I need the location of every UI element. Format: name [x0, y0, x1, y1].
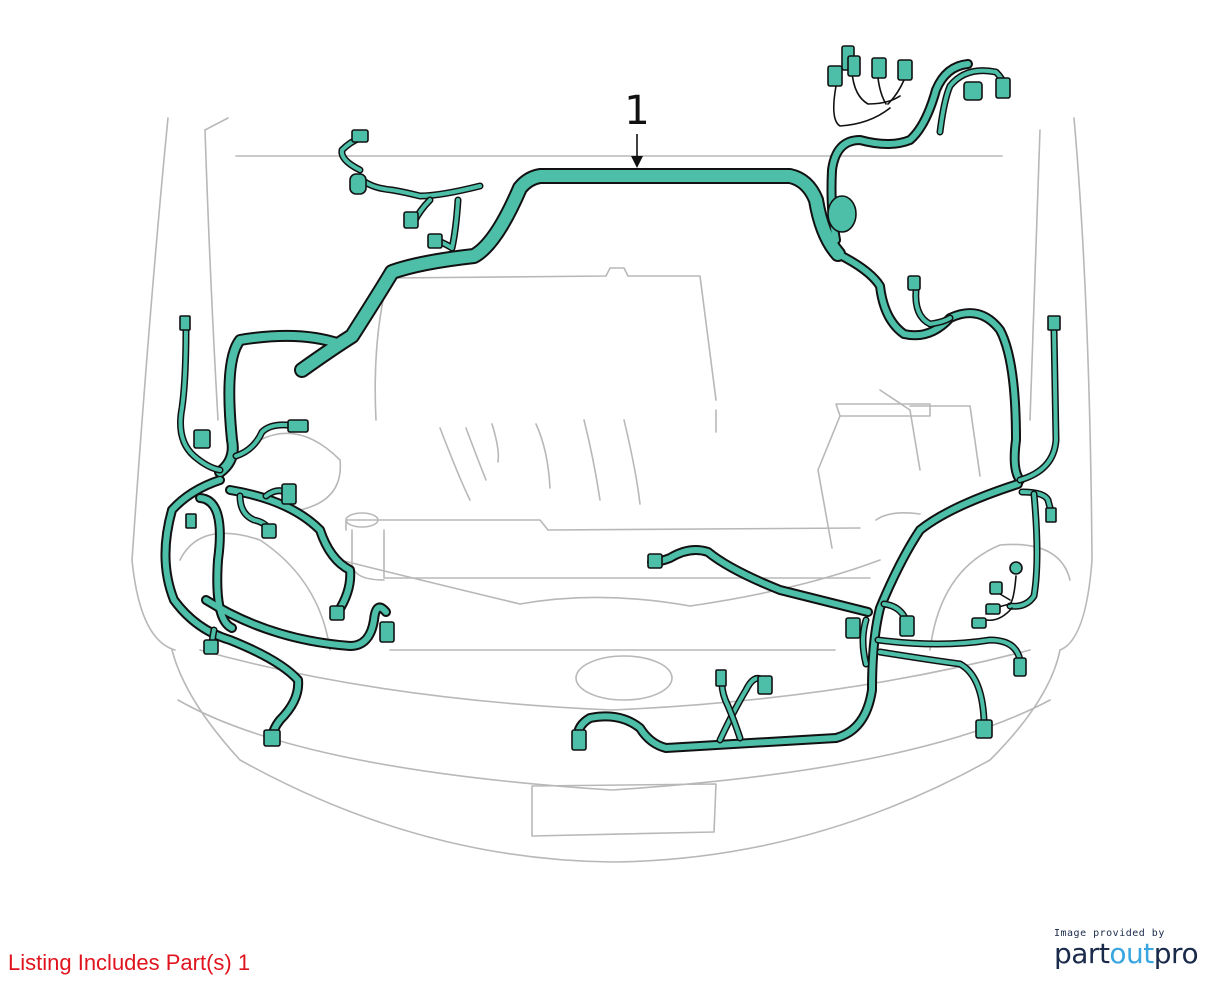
connector — [185, 513, 197, 529]
connectors — [179, 45, 1061, 751]
connector — [989, 581, 1003, 595]
connector — [403, 211, 419, 229]
part-callout: 1 — [624, 88, 650, 168]
harness-grommet — [827, 195, 857, 233]
connector — [963, 81, 983, 101]
connector — [179, 315, 191, 331]
connector — [1009, 561, 1023, 575]
connector — [427, 233, 443, 249]
connector — [907, 275, 921, 291]
connector — [827, 65, 843, 87]
harness-body — [162, 61, 1023, 751]
connector — [757, 675, 773, 695]
connector — [715, 669, 727, 687]
harness-outline — [160, 59, 1025, 753]
logo-word-out: out — [1109, 937, 1154, 970]
callout-number: 1 — [624, 88, 649, 134]
car-outline — [131, 117, 1093, 863]
connector — [899, 615, 915, 637]
connector — [351, 129, 369, 143]
thin-wires — [832, 71, 1017, 622]
connector — [995, 77, 1011, 99]
connector — [261, 523, 277, 539]
connector — [203, 639, 219, 655]
connector — [193, 429, 211, 449]
partoutpro-logo: Image provided by partoutpro — [1054, 928, 1204, 969]
connector — [287, 419, 309, 433]
logo-wordmark: partoutpro — [1054, 939, 1204, 969]
connector — [379, 621, 395, 643]
connector — [329, 605, 345, 621]
connector — [985, 603, 1001, 615]
connector — [1045, 507, 1057, 523]
connector — [1013, 657, 1027, 677]
logo-word-part: part — [1054, 937, 1110, 970]
connector — [847, 55, 861, 77]
connector — [975, 719, 993, 739]
connector — [647, 553, 663, 569]
callout-arrow-icon — [631, 156, 643, 168]
logo-caption: Image provided by — [1054, 928, 1165, 939]
connector — [349, 173, 367, 195]
logo-word-pro: pro — [1153, 937, 1199, 970]
connector — [281, 483, 297, 505]
connector — [571, 729, 587, 751]
connector — [263, 729, 281, 747]
connector — [871, 57, 887, 79]
connector — [971, 617, 987, 629]
connector — [845, 617, 861, 639]
connector — [897, 59, 913, 81]
connector — [1047, 315, 1061, 331]
listing-note: Listing Includes Part(s) 1 — [8, 950, 251, 975]
